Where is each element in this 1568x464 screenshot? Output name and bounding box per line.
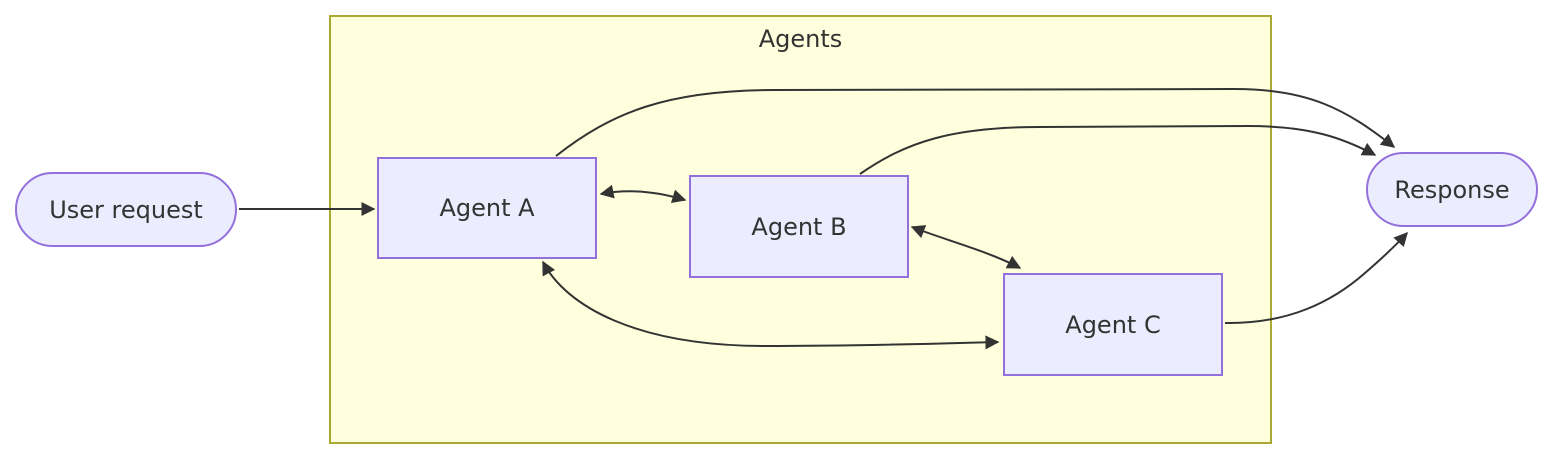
node-user-request: User request: [15, 172, 237, 247]
node-agent-a: Agent A: [377, 157, 597, 259]
node-agent-b: Agent B: [689, 175, 909, 278]
node-agent-b-label: Agent B: [751, 212, 847, 241]
node-response-label: Response: [1394, 175, 1510, 204]
node-agent-c: Agent C: [1003, 273, 1223, 376]
node-agent-a-label: Agent A: [439, 194, 535, 222]
node-response: Response: [1366, 152, 1538, 227]
cluster-agents-label: Agents: [758, 25, 843, 53]
node-user-request-label: User request: [49, 195, 203, 224]
node-agent-c-label: Agent C: [1065, 310, 1161, 339]
